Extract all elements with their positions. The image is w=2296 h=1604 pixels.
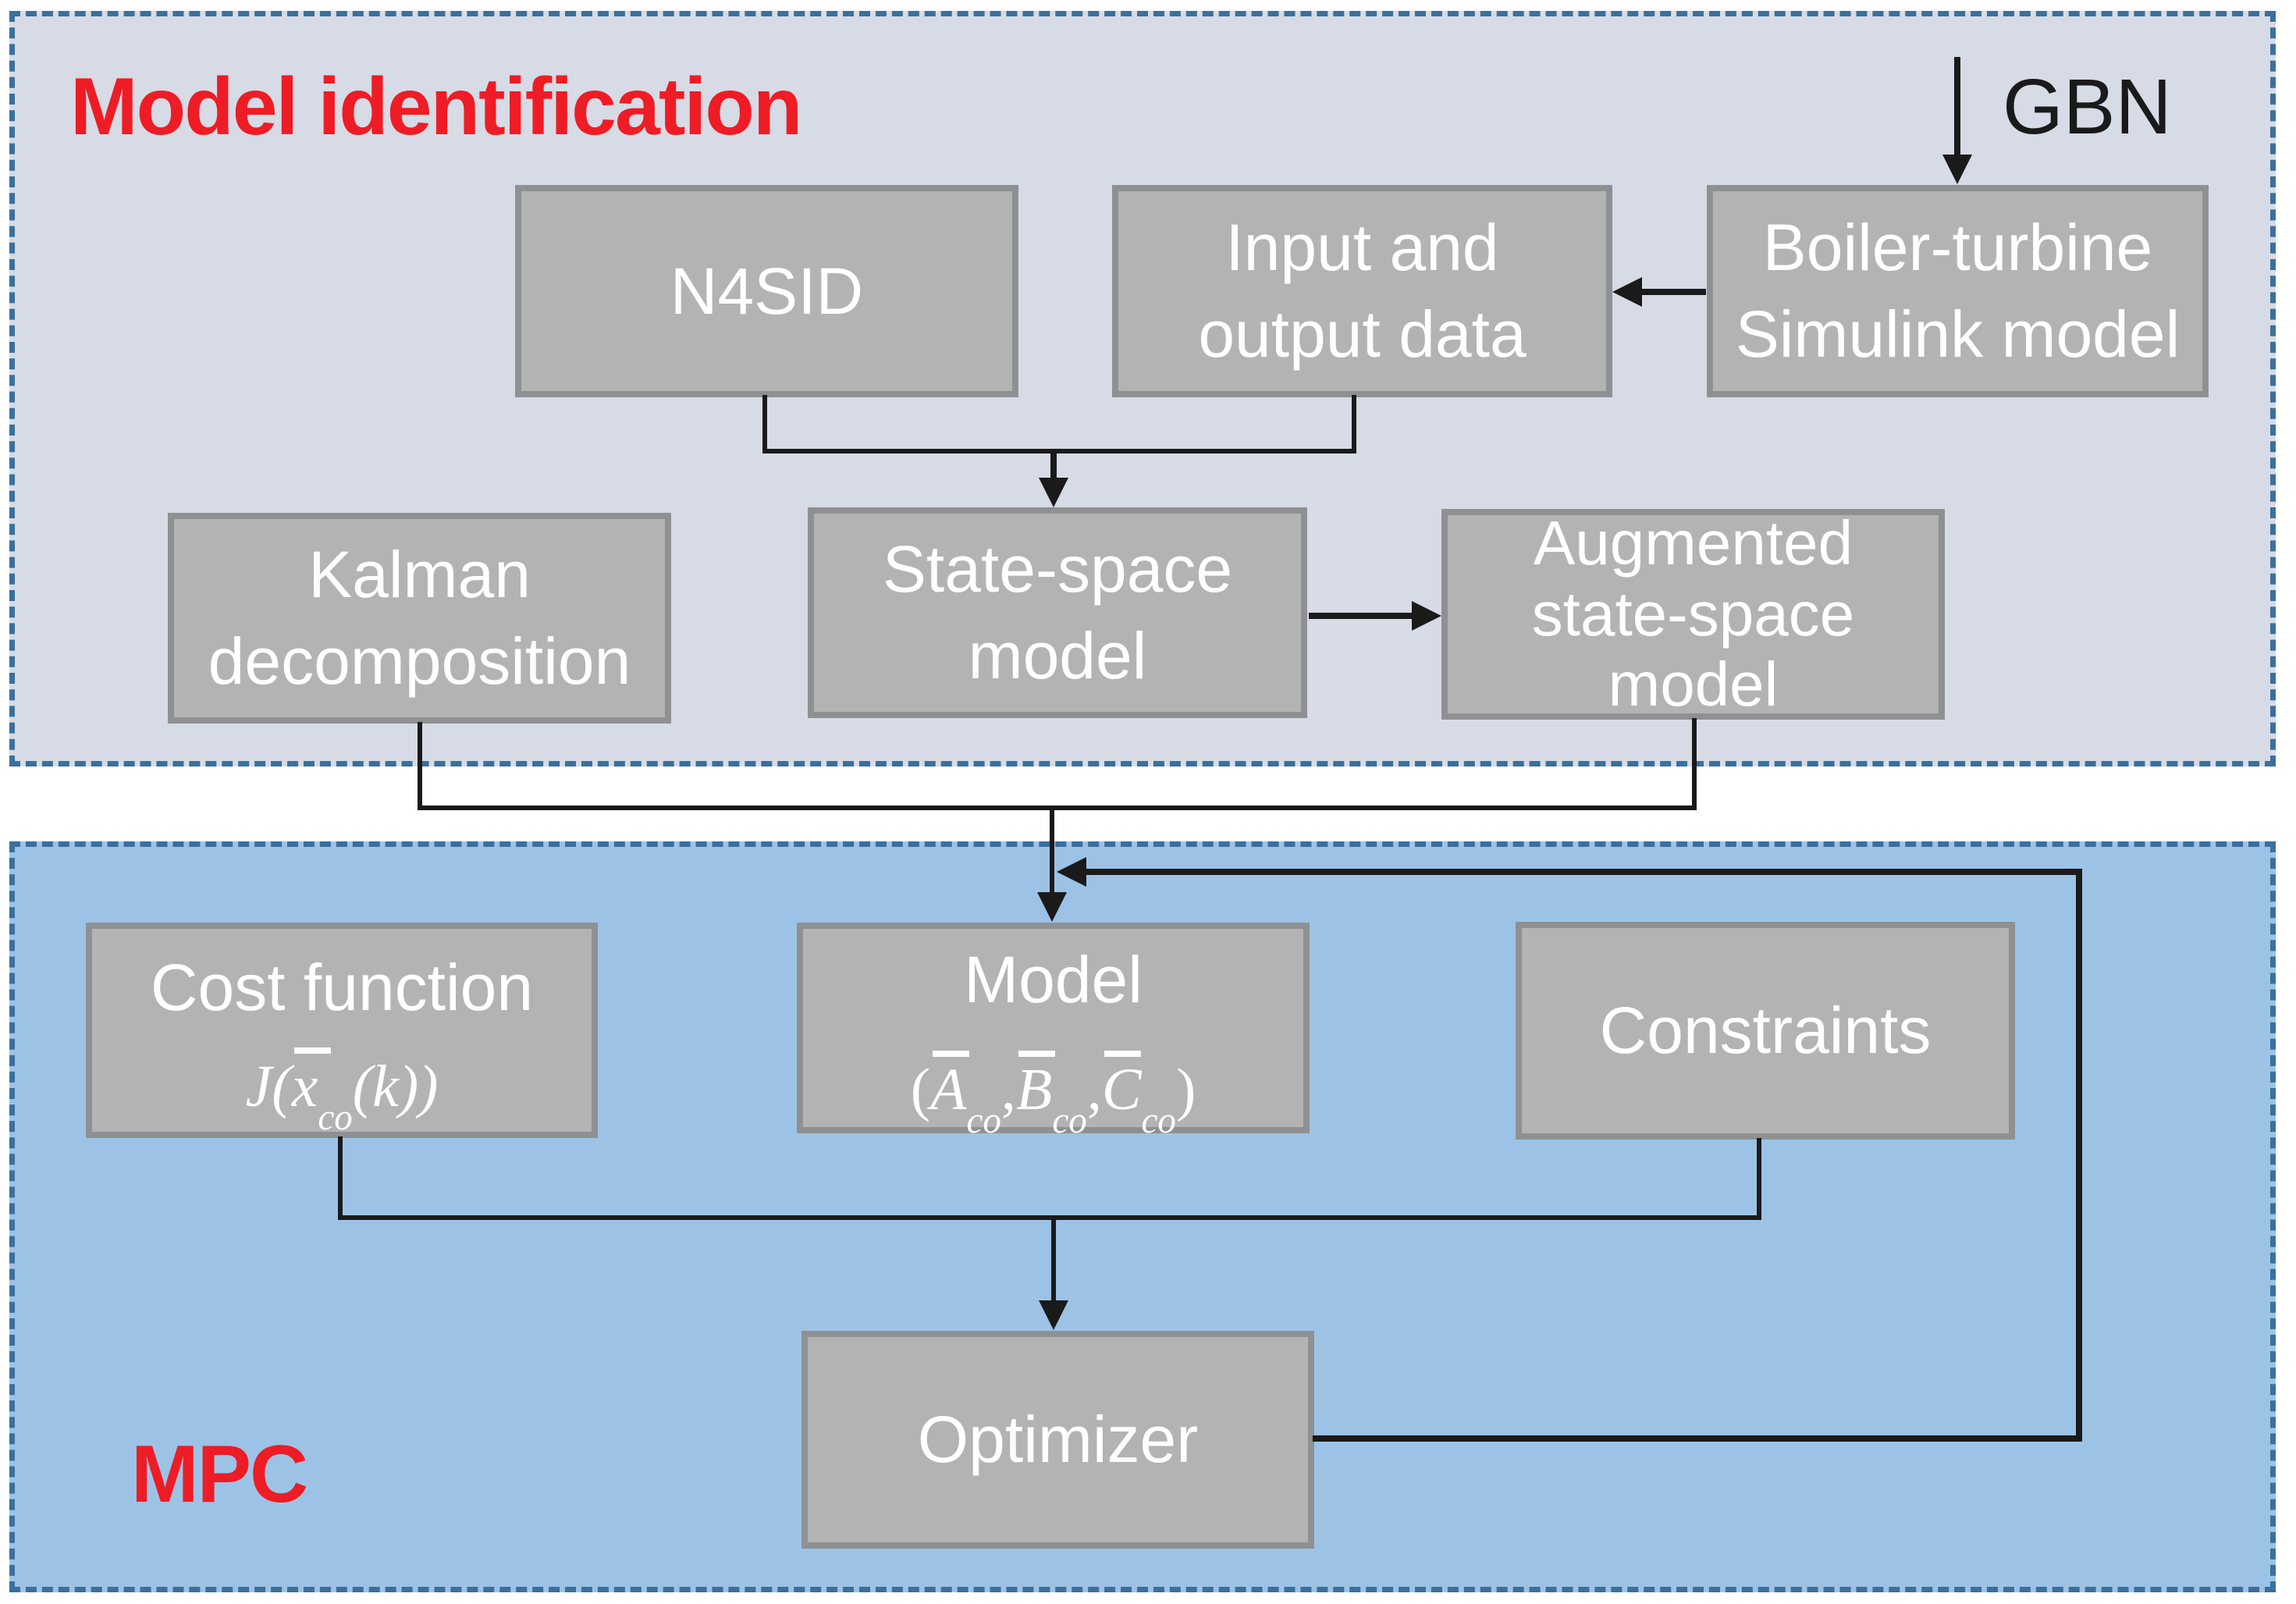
constraints-label: Constraints	[1599, 994, 1932, 1068]
cost-function-label: Cost function	[150, 950, 534, 1024]
formula-c-sub: co	[1141, 1100, 1176, 1141]
formula-sub-co: co	[318, 1097, 353, 1138]
state-space-model-box: State-space model	[808, 507, 1307, 718]
cost-function-formula: J(xco(k))	[245, 1047, 439, 1136]
state-space-label-line2: model	[968, 619, 1147, 692]
augmented-label-line2: state-space	[1531, 578, 1855, 649]
formula-bbar: B	[1015, 1051, 1056, 1123]
boiler-label-line2: Simulink model	[1735, 297, 2180, 371]
n4sid-box: N4SID	[515, 185, 1018, 397]
optimizer-label: Optimizer	[917, 1403, 1199, 1477]
formula-b-sub: co	[1052, 1100, 1087, 1141]
optimizer-box: Optimizer	[801, 1331, 1314, 1549]
formula-lead: J(	[245, 1054, 292, 1120]
state-space-label-line1: State-space	[882, 532, 1233, 606]
mpc-title: MPC	[131, 1429, 308, 1520]
boiler-turbine-box: Boiler-turbine Simulink model	[1707, 185, 2209, 397]
kalman-label-line2: decomposition	[208, 624, 631, 698]
augmented-label-line1: Augmented	[1533, 508, 1854, 578]
io-label-line1: Input and	[1225, 211, 1499, 285]
formula-cbar: C	[1101, 1051, 1142, 1123]
cost-function-box: Cost function J(xco(k))	[86, 923, 598, 1138]
formula-tail: (k))	[352, 1054, 439, 1120]
kalman-label-line1: Kalman	[308, 538, 531, 612]
boiler-label-line1: Boiler-turbine	[1762, 211, 2153, 285]
model-identification-title: Model identification	[70, 62, 802, 152]
formula-a-sub: co	[966, 1100, 1001, 1141]
io-label-line2: output data	[1198, 297, 1527, 371]
formula-close-paren: )	[1175, 1057, 1196, 1123]
augmented-state-space-box: Augmented state-space model	[1441, 508, 1945, 720]
formula-xbar: x	[291, 1047, 331, 1120]
n4sid-label: N4SID	[670, 254, 864, 328]
model-formula: (Aco,Bco,Cco)	[910, 1051, 1196, 1139]
formula-open-paren: (	[910, 1057, 930, 1123]
formula-comma2: ,	[1086, 1057, 1102, 1123]
constraints-box: Constraints	[1516, 922, 2015, 1140]
model-label: Model	[964, 942, 1143, 1016]
formula-abar: A	[930, 1051, 970, 1123]
input-output-data-box: Input and output data	[1112, 185, 1612, 397]
kalman-decomposition-box: Kalman decomposition	[168, 513, 671, 724]
model-box: Model (Aco,Bco,Cco)	[797, 923, 1310, 1139]
augmented-label-line3: model	[1608, 649, 1779, 720]
formula-comma1: ,	[1001, 1057, 1016, 1123]
gbn-label: GBN	[2003, 63, 2172, 151]
